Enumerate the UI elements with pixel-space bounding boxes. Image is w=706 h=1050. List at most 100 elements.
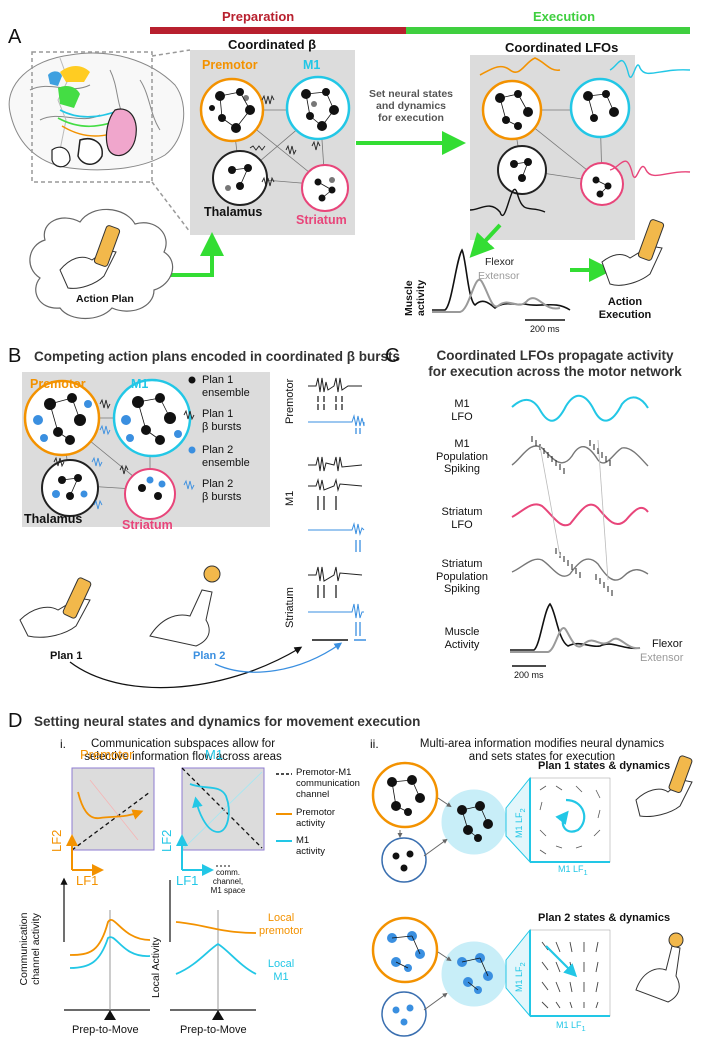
panel-d-title: Setting neural states and dynamics for m…	[34, 714, 421, 729]
action-plan-label: Action Plan	[76, 293, 134, 305]
execution-label: Execution	[533, 9, 596, 24]
m1-lf1-axis-2: M1 LF1	[556, 1020, 586, 1033]
plan-traces	[308, 377, 366, 641]
m1-raster	[531, 436, 611, 474]
flexor-label-a: Flexor	[485, 256, 515, 268]
panel-a-letter: A	[8, 26, 22, 48]
panel-d-letter: D	[8, 710, 23, 732]
striatum-node	[301, 164, 349, 212]
m1-label-b: M1	[131, 377, 149, 391]
premotor-label-d: Premotor	[80, 747, 134, 762]
m1-label-a: M1	[303, 58, 321, 72]
coordinated-beta-title: Coordinated β	[228, 37, 317, 52]
m1-state-node-2	[441, 941, 507, 1007]
extensor-label-c: Extensor	[640, 652, 684, 664]
preparation-label: Preparation	[222, 9, 295, 24]
premotor-label-b: Premotor	[30, 377, 86, 391]
local-ylabel: Local Activity	[150, 937, 162, 998]
thalamus-node	[212, 150, 268, 206]
flexor-trace-c	[510, 602, 641, 651]
button-press-icon	[203, 565, 221, 583]
plan2-states-label: Plan 2 states & dynamics	[538, 912, 671, 924]
m1-lfo-trace	[609, 59, 691, 78]
lf2-premotor: LF2	[49, 829, 64, 852]
comm-m1-curve	[69, 936, 151, 969]
lf1-m1: LF1	[176, 873, 199, 888]
m1-node	[285, 75, 351, 141]
flexor-trace	[432, 248, 571, 311]
comm-premotor-curve	[69, 919, 151, 956]
sub-ii-marker: ii.	[370, 737, 379, 751]
striatum-label-b: Striatum	[122, 518, 173, 532]
local-m1-curve	[175, 942, 257, 975]
preparation-bar	[150, 27, 406, 34]
premotor-area-icon	[60, 66, 90, 82]
striatum-lfo-trace	[609, 160, 691, 179]
m1-area-icon	[58, 86, 80, 108]
prep-to-move-1: Prep-to-Move	[72, 1024, 139, 1036]
panel-b-letter: B	[8, 345, 22, 367]
premotor-lfo-trace	[479, 57, 561, 76]
m1-lf1-axis-1: M1 LF1	[558, 864, 588, 877]
flexor-label-c: Flexor	[652, 638, 683, 650]
m1-lfo-c	[511, 395, 649, 422]
trace-label-striatum: Striatum	[284, 587, 296, 628]
prep-to-move-2: Prep-to-Move	[180, 1024, 247, 1036]
m1-lf2-axis-1: M1 LF2	[514, 808, 527, 838]
plan1-states-label: Plan 1 states & dynamics	[538, 760, 671, 772]
thalamus-lfo-trace	[469, 188, 546, 216]
thalamus-label-a: Thalamus	[204, 205, 263, 219]
plan1-phone-icon	[62, 577, 92, 619]
striatum-label-a: Striatum	[296, 213, 347, 227]
plan2-label: Plan 2	[193, 650, 226, 662]
thalamus-area-icon	[77, 138, 103, 165]
plan1-flowfield	[529, 777, 611, 863]
premotor-label-a: Premotor	[202, 58, 258, 72]
m1-label-d: M1	[205, 747, 224, 762]
zoom-box	[31, 51, 153, 183]
extensor-trace	[432, 278, 561, 313]
motor-area-icon	[48, 71, 62, 86]
scale-label-a: 200 ms	[530, 324, 560, 334]
extensor-label-a: Extensor	[478, 270, 520, 282]
plan2-hand-icon	[149, 589, 213, 647]
sub-ii-text: Multi-area information modifies neural d…	[419, 738, 665, 764]
local-premotor-curve	[175, 921, 257, 934]
lf1-premotor: LF1	[76, 873, 99, 888]
extensor-trace-c	[510, 626, 641, 653]
m1-spiking-envelope	[511, 445, 649, 467]
striatum-lfo-c	[511, 503, 649, 527]
m1-state-node-1	[441, 789, 507, 855]
trace-label-m1: M1	[284, 490, 296, 506]
thalamus-label-b: Thalamus	[24, 512, 83, 526]
plan1-label: Plan 1	[50, 650, 83, 662]
panel-b-title: Competing action plans encoded in coordi…	[34, 349, 401, 364]
panel-c-letter: C	[385, 345, 400, 367]
execution-bar	[406, 27, 690, 34]
trace-label-premotor: Premotor	[284, 378, 296, 424]
coordinated-lfos-title: Coordinated LFOs	[505, 40, 619, 55]
comm-note: comm.channel,M1 space	[210, 868, 246, 896]
sub-i-marker: i.	[60, 737, 66, 751]
phone-icon	[93, 225, 121, 267]
m1-lf2-axis-2: M1 LF2	[514, 962, 527, 992]
